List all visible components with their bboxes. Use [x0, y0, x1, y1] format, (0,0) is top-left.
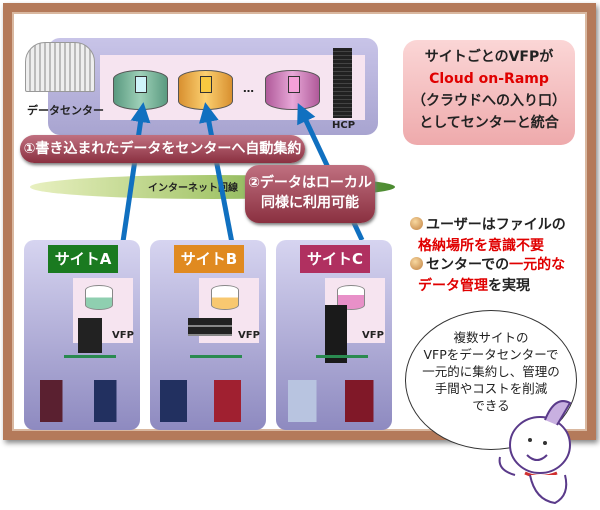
hcp-label: HCP — [332, 120, 356, 131]
bullet-2: センターでの一元的な データ管理を実現 — [410, 255, 565, 297]
banner-auto-aggregate: ①書き込まれたデータをセンターへ自動集約 — [20, 135, 305, 163]
site-c-network-icon — [316, 355, 368, 375]
bullet1-text: ユーザーはファイルの — [426, 217, 566, 233]
site-b-vfp-label: VFP — [238, 330, 260, 341]
banner2-line2: 同様に利用可能 — [261, 195, 359, 211]
summary-box: サイトごとのVFPが Cloud on-Ramp （クラウドへの入り口） として… — [403, 40, 575, 145]
speech-line: 一元的に集約し、管理の — [422, 364, 560, 379]
speech-line: 手間やコストを削減 — [434, 381, 548, 396]
summary-line4: としてセンターと統合 — [419, 115, 559, 131]
bullet-1: ユーザーはファイルの 格納場所を意識不要 — [410, 215, 566, 257]
ellipsis: … — [243, 82, 254, 95]
speech-bubble: 複数サイトの VFPをデータセンターで 一元的に集約し、管理の 手間やコストを削… — [405, 310, 577, 450]
arrow-site-b — [199, 102, 235, 244]
speech-line: できる — [472, 398, 510, 413]
site-a-server-icon — [78, 318, 102, 353]
dog-mascot-icon — [498, 400, 572, 505]
site-a-vfp-label: VFP — [112, 330, 134, 341]
bullet1-highlight: 格納場所を意識不要 — [418, 238, 544, 254]
summary-line1: サイトごとのVFPが — [424, 49, 554, 65]
speech-line: VFPをデータセンターで — [423, 347, 559, 362]
site-c-server-icon — [325, 305, 347, 363]
site-a-users-icon — [40, 380, 130, 422]
bullet2-highlight: 一元的な — [509, 257, 566, 273]
site-c-vfp-label: VFP — [362, 330, 384, 341]
site-c-users-icon — [288, 380, 383, 422]
bullet-dot-icon — [410, 257, 423, 270]
site-c-label: サイトC — [300, 245, 370, 273]
site-b-server-icon — [188, 318, 232, 336]
banner-local-access: ②データはローカル 同様に利用可能 — [245, 165, 375, 223]
site-a-label: サイトA — [48, 245, 118, 273]
document-icon — [200, 76, 212, 93]
bullet2-text: センターでの — [426, 257, 510, 273]
site-b-label: サイトB — [174, 245, 244, 273]
document-icon — [288, 76, 300, 93]
site-a-cache-icon — [85, 285, 113, 310]
bullet2-text2: を実現 — [488, 278, 530, 294]
datacenter-label: データセンター — [27, 104, 104, 117]
hcp-rack-icon — [333, 48, 352, 118]
document-icon — [135, 76, 147, 93]
site-b-network-icon — [190, 355, 242, 375]
summary-line2: Cloud on-Ramp — [429, 71, 549, 87]
banner2-line1: ②データはローカル — [248, 175, 372, 191]
site-b-cache-icon — [211, 285, 239, 310]
speech-line: 複数サイトの — [453, 330, 529, 345]
bullet-dot-icon — [410, 217, 423, 230]
site-b-users-icon — [160, 380, 250, 422]
summary-line3: （クラウドへの入り口） — [412, 93, 566, 109]
site-a-network-icon — [64, 355, 116, 375]
internet-label: インターネット回線 — [148, 183, 238, 194]
datacenter-building-icon — [25, 42, 95, 92]
bullet2-highlight2: データ管理 — [418, 278, 488, 294]
